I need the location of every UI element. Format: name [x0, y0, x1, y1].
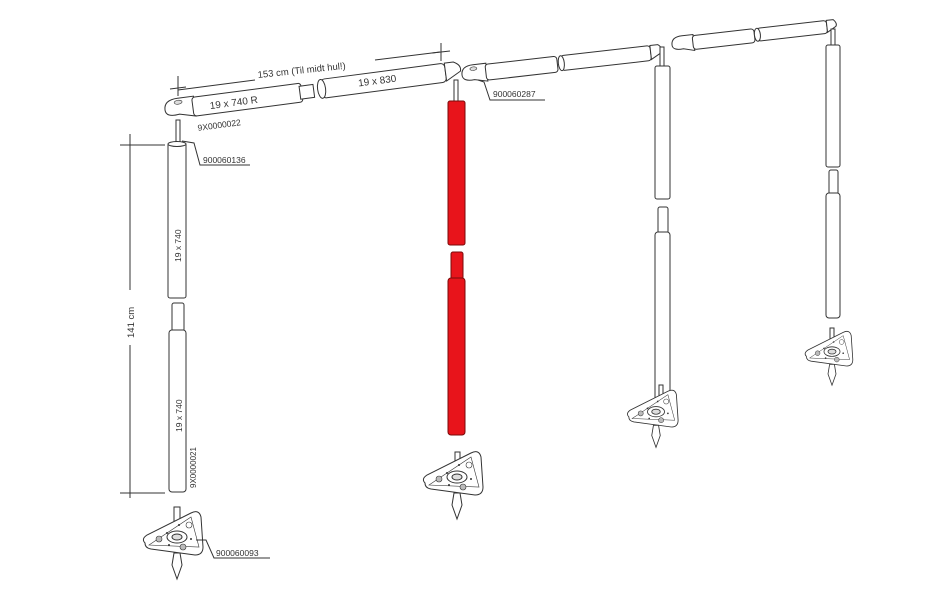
foot-part-number: 900060093	[216, 548, 259, 558]
foot-plate-third	[627, 389, 679, 448]
foot-plate-fourth	[804, 330, 854, 386]
roof-tube-right-assembly	[671, 19, 837, 52]
leg-pole-fourth	[804, 28, 854, 386]
height-dimension: 141 cm	[120, 134, 165, 498]
roof-tube-left-assembly: 19 x 740 R 19 x 830 9X0000022	[164, 61, 462, 133]
foot-plate-left	[142, 511, 204, 580]
lower-leg-part-number: 9X0000021	[189, 447, 198, 488]
foot-plate-middle	[422, 451, 484, 520]
roof-tube-middle-assembly	[461, 44, 663, 82]
top-pin-part-number: 900060136	[203, 155, 246, 165]
leg-pole-highlighted	[422, 79, 484, 520]
leg-pole-third	[627, 46, 679, 448]
top-pin	[175, 119, 181, 145]
upper-leg-label: 19 x 740	[173, 229, 183, 262]
height-label: 141 cm	[126, 307, 137, 338]
roof-connector-part-number: 900060287	[493, 89, 536, 99]
roof-tube-right-label: 19 x 830	[358, 74, 398, 90]
leg-pole-left: 19 x 740 19 x 740 9X0000021	[142, 119, 204, 580]
leader-line	[181, 140, 250, 166]
roof-end-connector	[164, 95, 197, 117]
roof-left-part-number: 9X0000022	[197, 117, 242, 133]
lower-leg-label: 19 x 740	[174, 399, 184, 432]
